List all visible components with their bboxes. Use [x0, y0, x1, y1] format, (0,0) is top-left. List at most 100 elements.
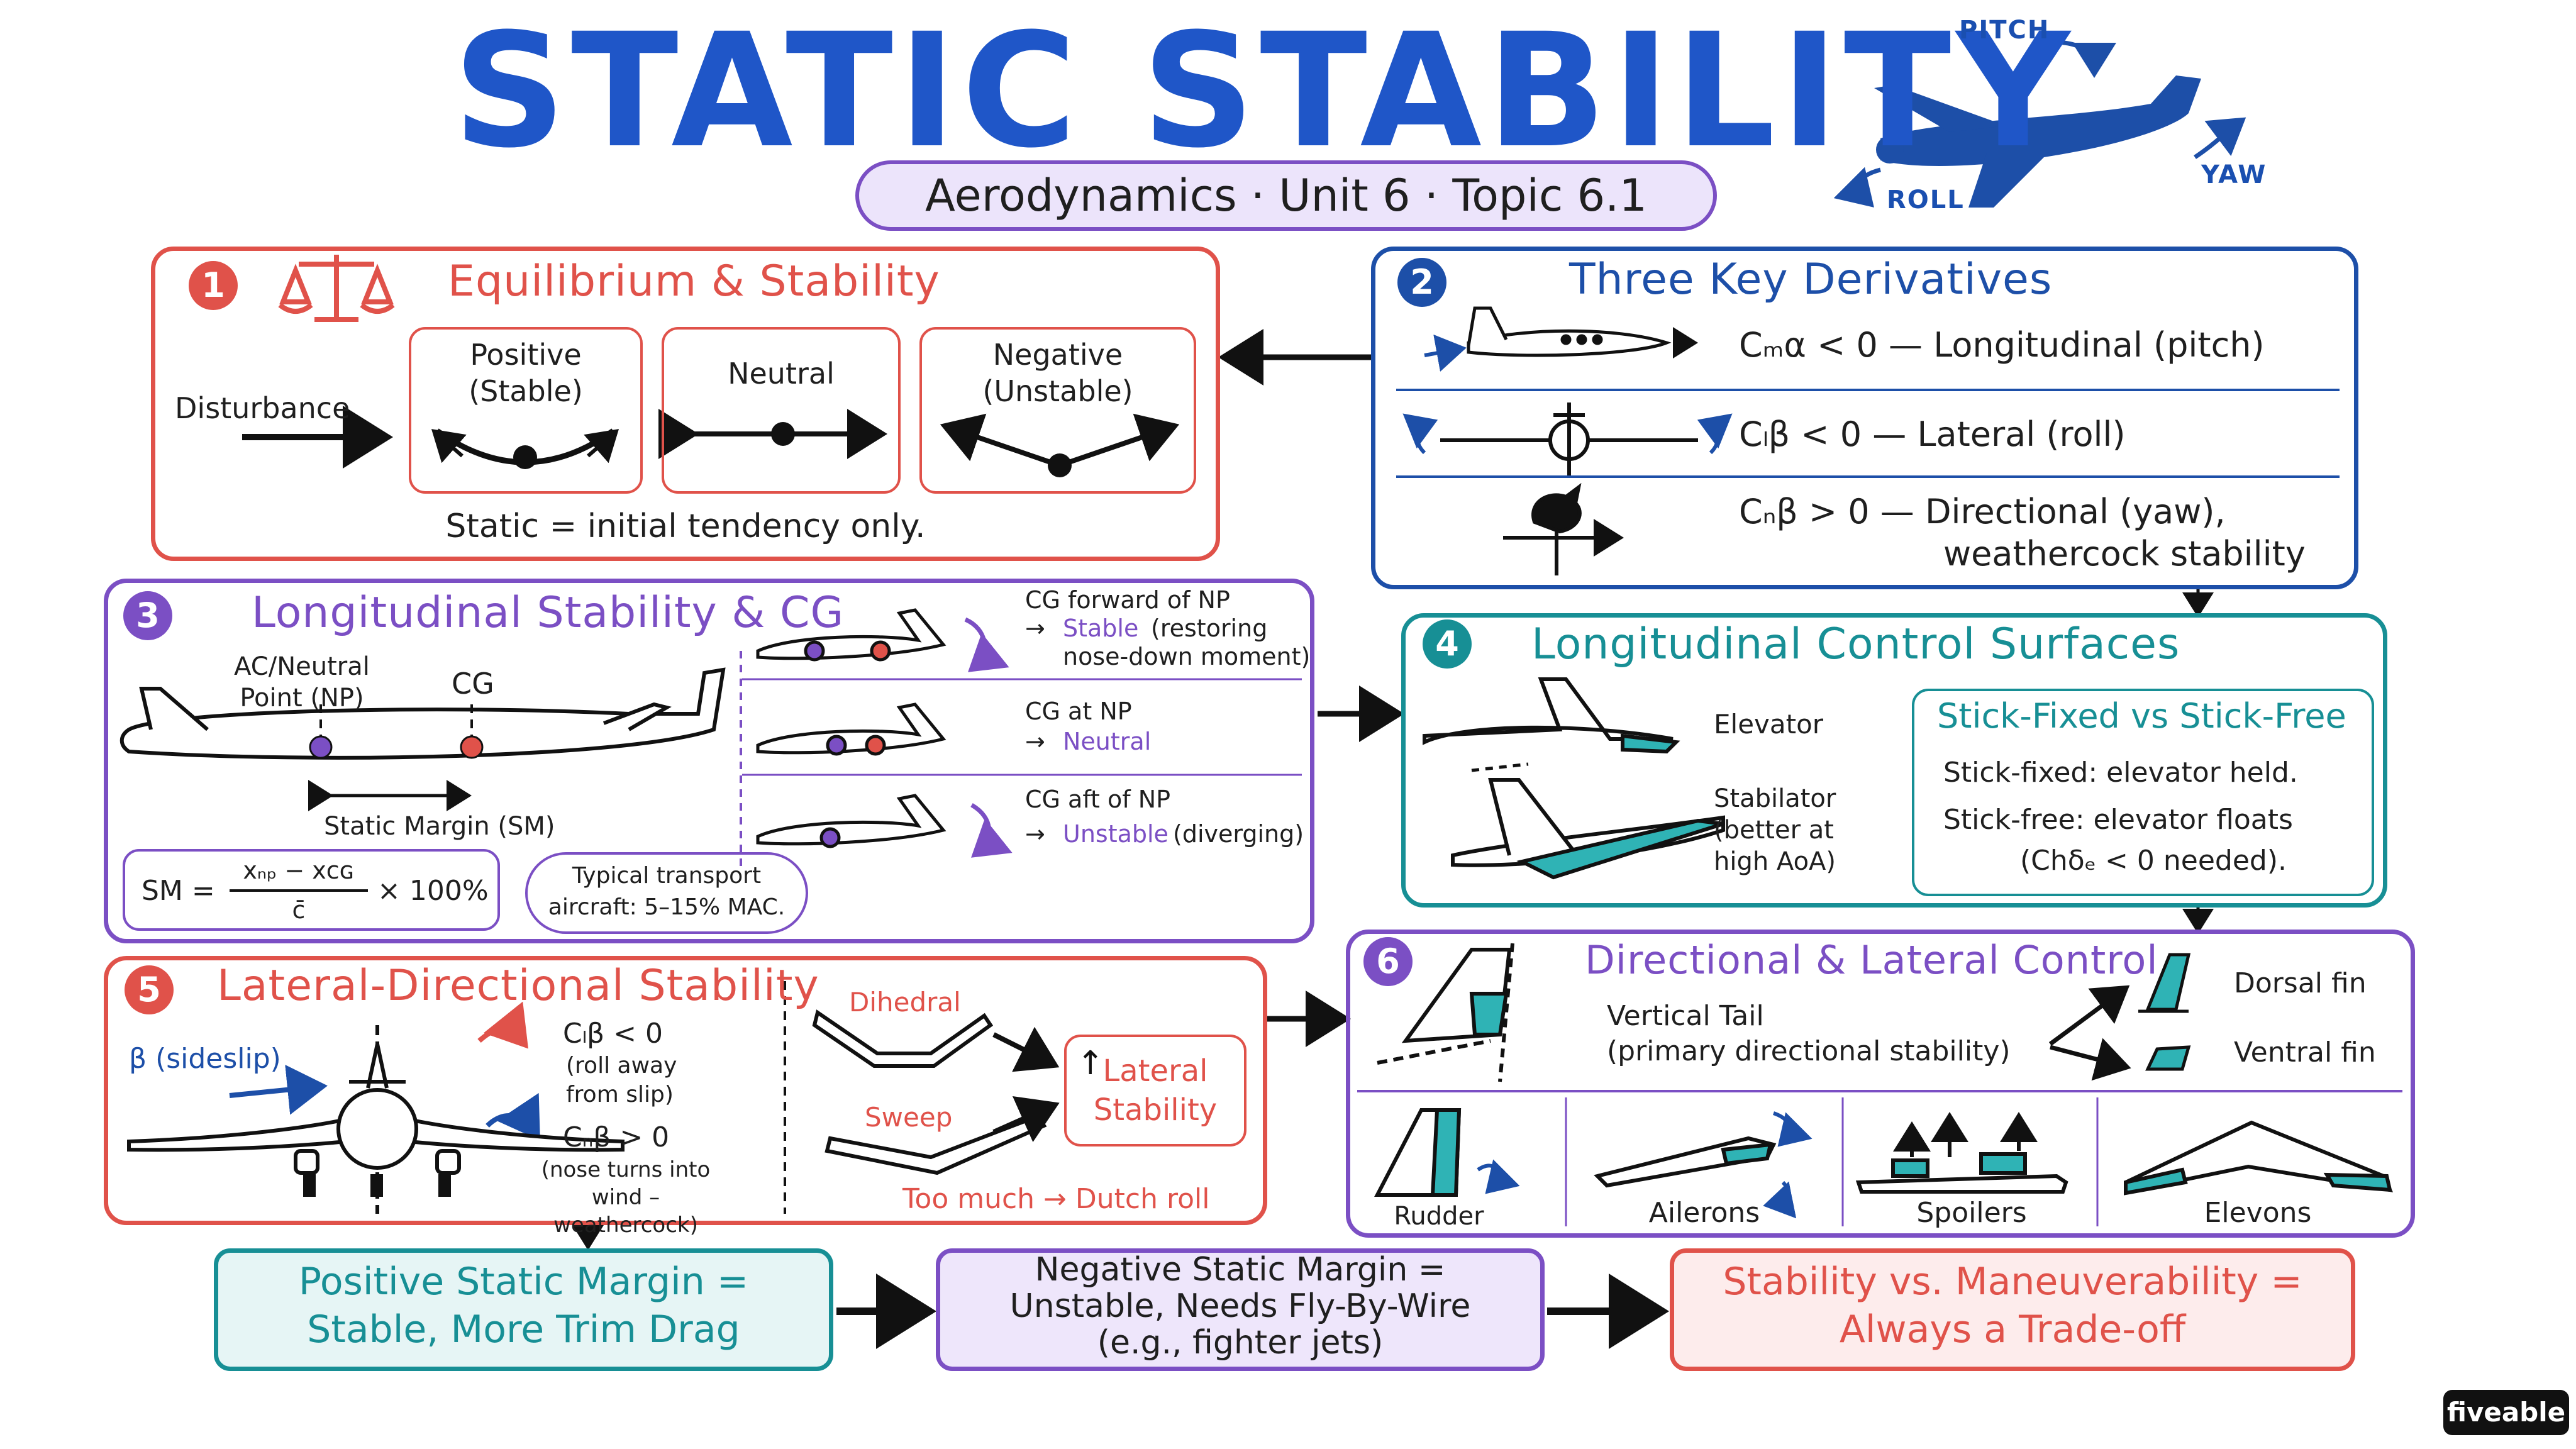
sweep-arrow [992, 1096, 1060, 1143]
yaw-label: YAW [2201, 160, 2267, 189]
case-at-np-title: CG at NP [1025, 697, 1132, 725]
case-aft-unstable: Unstable [1063, 820, 1169, 848]
ailerons-icon [1594, 1111, 1813, 1219]
spoilers-label: Spoilers [1916, 1197, 2027, 1229]
case-forward-arrow: → [1025, 614, 1045, 642]
hinge-moment-note: (Chδₑ < 0 needed). [2020, 845, 2287, 877]
dorsal-fin-icon [2138, 953, 2191, 1013]
stick-free-line: Stick-free: elevator floats [1943, 804, 2293, 836]
elevator-label: Elevator [1714, 709, 1824, 740]
section-4-box [1401, 613, 2387, 908]
front-aircraft-icon [127, 1025, 625, 1214]
positive-margin-card [214, 1248, 833, 1371]
elevons-label: Elevons [2204, 1197, 2312, 1229]
case-aft-arrow: → [1025, 820, 1045, 848]
subtitle-pill [855, 160, 1717, 231]
section-4-number: 4 [1423, 619, 1472, 669]
trade-off-text: Stability vs. Maneuverability = Always a… [1723, 1260, 2302, 1352]
ailerons-label: Ailerons [1648, 1197, 1760, 1229]
elevator-tail-icon [1423, 677, 1680, 754]
sideslip-arrow [229, 1064, 328, 1115]
stabilator-tail-icon [1451, 778, 1725, 880]
section-5-box [104, 956, 1267, 1225]
static-margin-label: Static Margin (SM) [324, 812, 555, 841]
disturbance-label: Disturbance [175, 391, 350, 425]
case-forward-stable: Stable [1063, 614, 1139, 642]
section-5-number: 5 [125, 965, 174, 1014]
section-1-title: Equilibrium & Stability [448, 257, 940, 306]
cg-marker [460, 735, 484, 759]
section-2-title: Three Key Derivatives [1569, 255, 2053, 304]
subtitle: Aerodynamics · Unit 6 · Topic 6.1 [925, 170, 1647, 221]
cl-beta-note: (roll away from slip) [566, 1053, 677, 1108]
cl-beta-label: Cₗβ < 0 [563, 1018, 663, 1050]
sm-formula-box [123, 849, 500, 931]
static-note: Static = initial tendency only. [445, 508, 926, 545]
sm-formula-numerator: xₙₚ − xᴄɢ [243, 857, 355, 884]
fin-arrows [2048, 985, 2131, 1081]
negative-margin-card [936, 1248, 1545, 1371]
section-3-title: Longitudinal Stability & CG [252, 588, 845, 638]
case-at-np-aircraft-icon [756, 702, 947, 756]
unstable-hill-icon [940, 413, 1180, 477]
roll-airplane-icon [1402, 402, 1733, 478]
roll-curl-icon [477, 1001, 529, 1049]
dihedral-wing-icon [812, 1009, 994, 1068]
case-aft-aircraft-icon [756, 794, 1013, 858]
sm-formula-bar [230, 889, 368, 892]
rudder-icon [1374, 1108, 1520, 1197]
case-aft-title: CG aft of NP [1025, 786, 1171, 813]
case-aft-note: (diverging) [1173, 820, 1304, 848]
typical-cloud [525, 852, 808, 934]
section-3-number: 3 [123, 591, 172, 640]
pitch-label: PITCH [1959, 16, 2050, 45]
cn-beta-label: Cₙβ > 0 [563, 1121, 670, 1153]
weathercock-note: weathercock stability [1943, 534, 2306, 574]
spoilers-icon [1855, 1112, 2068, 1194]
rudder-label: Rudder [1394, 1202, 1484, 1231]
stable-bowl-icon [431, 428, 619, 469]
section-2-box [1371, 247, 2358, 589]
cl-beta-row: Cₗβ < 0 — Lateral (roll) [1739, 414, 2126, 454]
positive-margin-text: Positive Static Margin = Stable, More Tr… [298, 1260, 749, 1352]
vertical-tail-icon [1377, 943, 1514, 1082]
case-at-np-neutral: Neutral [1063, 728, 1152, 755]
cg-label: CG [452, 667, 494, 701]
sideslip-label: β (sideslip) [129, 1043, 281, 1075]
stick-fixed-free-title: Stick-Fixed vs Stick-Free [1937, 696, 2346, 736]
case-forward-title: CG forward of NP [1025, 586, 1230, 614]
stick-fixed-free-box [1912, 689, 2374, 896]
positive-stable-card [409, 327, 643, 494]
header-airplane-icon [1833, 40, 2246, 208]
trade-off-card [1670, 1248, 2355, 1371]
vertical-tail-label: Vertical Tail (primary directional stabi… [1607, 1000, 2011, 1067]
neutral-flat-icon [658, 409, 887, 459]
pitch-airplane-icon [1424, 306, 1698, 372]
dihedral-arrow [992, 1026, 1060, 1072]
stabilator-dashed [1471, 762, 1529, 772]
sm-formula-lhs: SM = [142, 875, 215, 907]
page-title: STATIC STABILITY [453, 0, 2075, 182]
section-6-box [1346, 930, 2415, 1238]
section-3-box [104, 579, 1314, 943]
stabilator-label: Stabilator (better at high AoA) [1714, 784, 1836, 876]
neutral-point-label: AC/Neutral Point (NP) [234, 652, 370, 713]
sweep-label: Sweep [865, 1102, 953, 1133]
roll-label: ROLL [1887, 186, 1965, 214]
fiveable-logo: fiveable [2443, 1390, 2569, 1435]
case-forward-note-2: nose-down moment) [1063, 643, 1311, 670]
lateral-stability-box [1064, 1035, 1246, 1146]
positive-stable-label: Positive (Stable) [469, 338, 583, 408]
section-1-number: 1 [189, 261, 238, 310]
cn-beta-note: (nose turns into wind – weathercock) [541, 1157, 711, 1238]
dorsal-fin-label: Dorsal fin [2234, 967, 2367, 999]
section-6-title: Directional & Lateral Control [1585, 937, 2158, 983]
section-4-title: Longitudinal Control Surfaces [1531, 619, 2180, 669]
lateral-up-arrow: ↑ [1077, 1045, 1104, 1082]
section-5-title: Lateral-Directional Stability [217, 961, 819, 1011]
elevons-icon [2124, 1120, 2394, 1196]
ventral-fin-icon [2145, 1045, 2191, 1071]
lateral-stability-label: Lateral Stability [1093, 1053, 1218, 1128]
case-forward-note-1: (restoring [1151, 614, 1268, 642]
